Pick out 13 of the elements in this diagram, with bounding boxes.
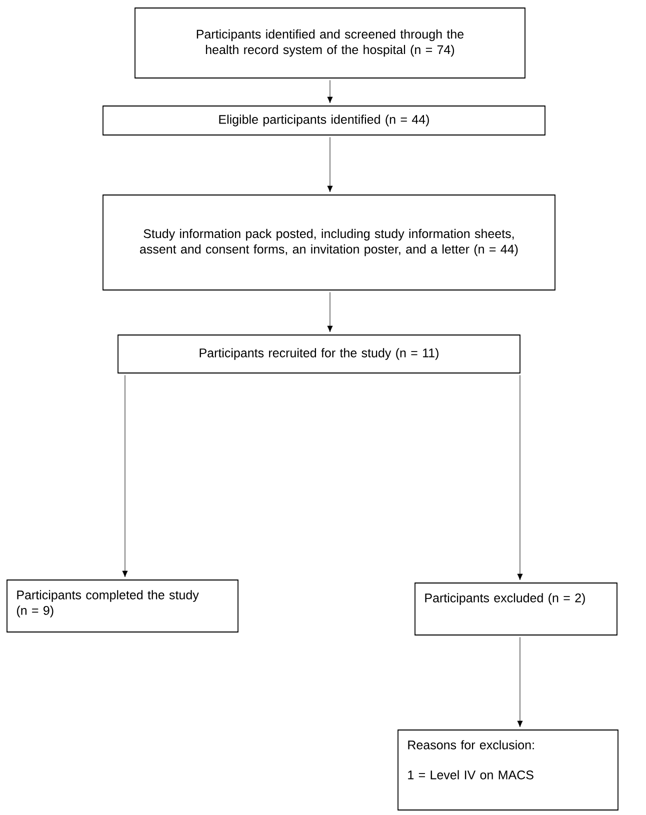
- process-box: Eligible participants identified (n = 44): [102, 106, 546, 136]
- arrow: [517, 574, 523, 580]
- process-box: Reasons for exclusion: 1 = Level IV on MACS: [398, 730, 618, 810]
- process-box: Participants excluded (n = 2): [414, 582, 618, 636]
- process-box: Study information pack posted, including study information sheets, assent and consent forms, an invitation poster, and a letter (n = 44): [102, 194, 556, 290]
- process-box: Participants completed the study (n = 9): [6, 580, 238, 632]
- process-box: Participants identified and screened through the health record system of the hospital (n = 74): [134, 8, 526, 78]
- process-box: Participants recruited for the study (n = 11): [118, 334, 520, 374]
- arrow: [327, 96, 333, 104]
- arrow: [122, 570, 128, 578]
- arrow: [327, 326, 333, 332]
- arrow: [327, 186, 333, 192]
- arrow: [517, 720, 523, 728]
